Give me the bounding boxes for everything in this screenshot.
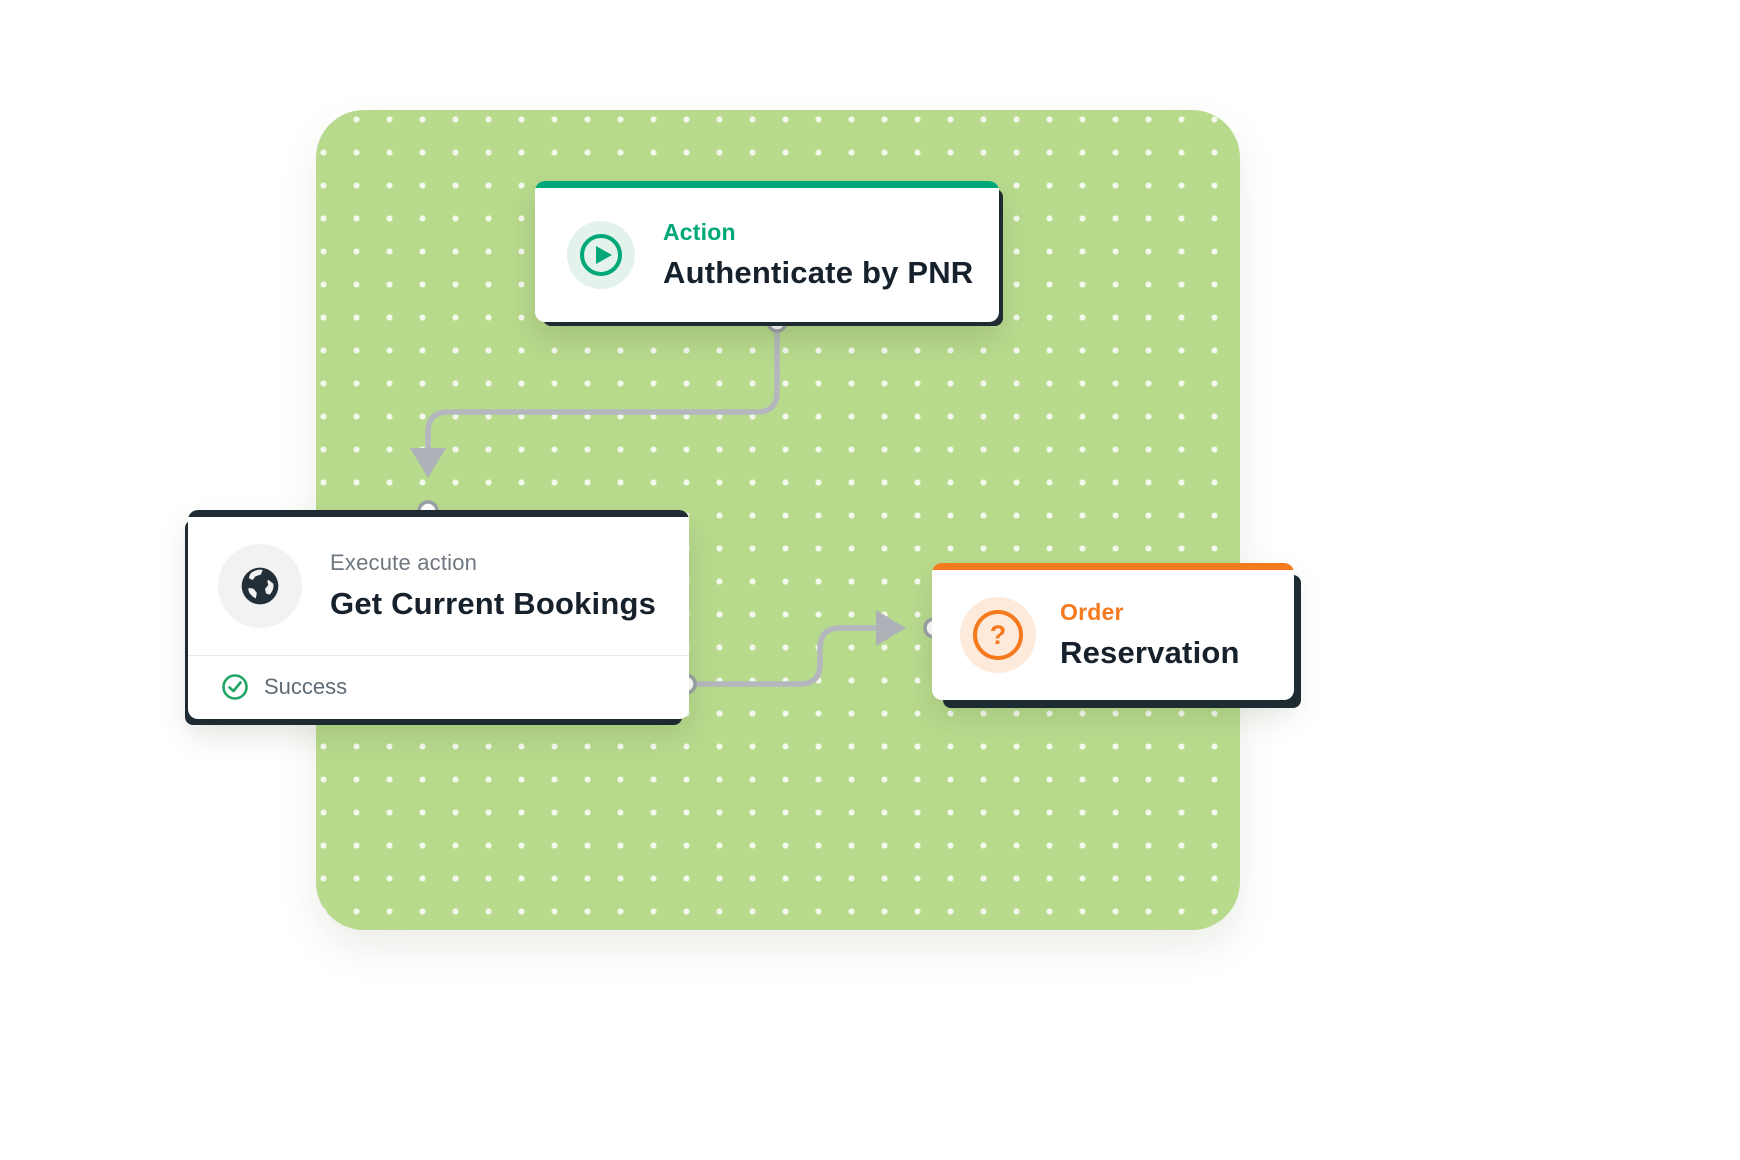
node-authenticate-by-pnr[interactable]: Action Authenticate by PNR <box>535 181 999 322</box>
check-circle-icon <box>221 673 249 701</box>
node-title-label: Reservation <box>1060 635 1240 670</box>
node-accent-bar <box>932 563 1294 570</box>
node-title-label: Get Current Bookings <box>330 586 657 621</box>
node-reservation[interactable]: ? Order Reservation <box>932 563 1294 700</box>
globe-icon <box>218 544 302 628</box>
node-accent-bar <box>188 510 689 517</box>
node-get-current-bookings[interactable]: Execute action Get Current Bookings Succ… <box>188 510 689 719</box>
node-category-label: Execute action <box>330 550 478 575</box>
node-status-row: Success <box>188 656 689 717</box>
node-category-label: Order <box>1060 599 1124 625</box>
play-icon <box>567 221 635 289</box>
card-divider <box>188 655 689 656</box>
node-category-label: Action <box>663 219 736 245</box>
node-accent-bar <box>535 181 999 188</box>
question-glyph: ? <box>989 619 1007 650</box>
status-label: Success <box>264 673 348 699</box>
node-title-label: Authenticate by PNR <box>663 255 974 290</box>
question-icon: ? <box>960 597 1036 673</box>
